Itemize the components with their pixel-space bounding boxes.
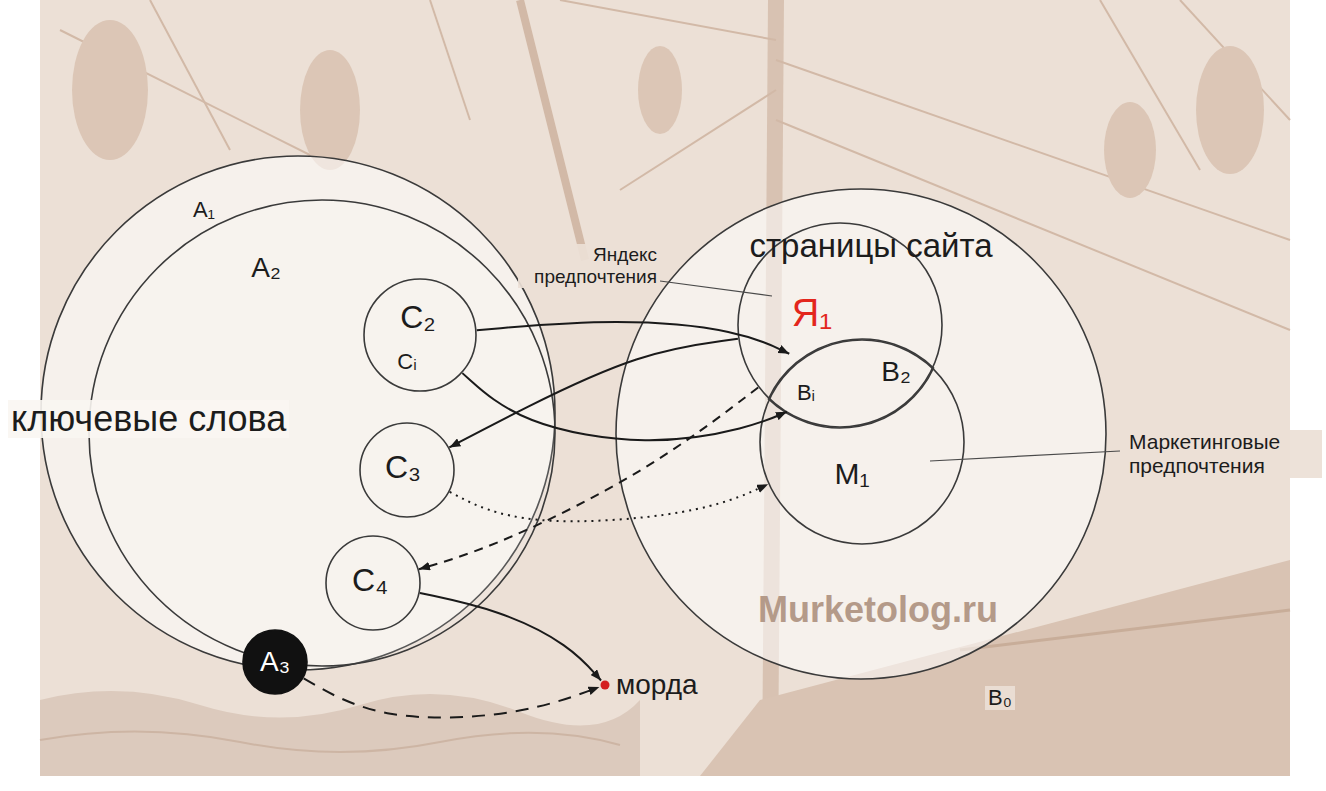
black-keyword-circle: A₃	[242, 629, 308, 695]
text-holder: C₂	[400, 301, 436, 335]
text-holder: морда	[613, 670, 701, 699]
rope	[560, 0, 776, 40]
watermark: Murketolog.ru	[758, 591, 998, 629]
text-holder: M₁	[834, 458, 869, 490]
set-label: A₃	[260, 647, 290, 676]
marketing-preference-circle: M₁	[759, 339, 965, 545]
homepage-point: морда	[600, 667, 705, 703]
mast	[520, 0, 585, 260]
pirate-figure	[72, 20, 148, 160]
set-label: морда	[613, 670, 701, 699]
text-holder: B₂	[881, 357, 911, 386]
lens-outline	[768, 339, 933, 428]
circle-outline	[738, 223, 942, 427]
red-dot	[601, 681, 610, 690]
keyword-group-circle: C₄	[325, 535, 421, 631]
set-caption: ключевые слова	[8, 400, 289, 438]
circle-outline	[243, 630, 307, 694]
text-holder: Я₁	[792, 294, 832, 334]
label-holder: Маркетинговые предпочтения	[1126, 430, 1322, 478]
set-label: Я₁	[792, 294, 832, 334]
pirate-figure	[1196, 46, 1264, 174]
set-label: Cᵢ	[397, 350, 416, 373]
set-label: A₂	[251, 253, 281, 282]
callout-label: Маркетинговые предпочтения	[1126, 430, 1322, 478]
sepia-ground	[40, 0, 1290, 776]
circle-outline	[760, 340, 964, 544]
set-label: B₀	[985, 686, 1015, 709]
circle-outline	[364, 279, 476, 391]
circle-outline	[616, 189, 1106, 679]
label-holder: ключевые слова	[8, 400, 289, 438]
keyword-group-circle: C₂ Cᵢ	[363, 278, 477, 392]
rope	[430, 0, 470, 120]
relation-arrow	[304, 678, 600, 717]
set-label: Bᵢ	[797, 381, 815, 404]
sea	[40, 691, 640, 776]
set-label: A₁	[193, 198, 215, 221]
text-holder: B₀	[985, 686, 1015, 709]
keyword-group-circle: C₃	[359, 422, 455, 518]
wave-line	[40, 731, 620, 752]
text-holder: Cᵢ	[397, 350, 416, 373]
set-label: B₂	[881, 357, 911, 386]
text-holder: страницы сайта	[749, 229, 992, 264]
label-holder: Яндекс предпочтения	[518, 244, 660, 288]
pirate-figure	[638, 46, 682, 134]
marketing-preference-circle-outline	[759, 339, 965, 545]
wave	[40, 691, 640, 776]
pirate-figure	[1104, 102, 1156, 198]
set-label: страницы сайта	[749, 229, 992, 264]
callout-label: Яндекс предпочтения	[518, 244, 660, 288]
text-holder: C₃	[385, 451, 421, 485]
text-holder: Bᵢ	[797, 381, 815, 404]
keyword-group-circle-outline	[363, 278, 477, 392]
text-holder: A₁	[193, 198, 215, 221]
intersection-region: B₂ Bᵢ	[768, 339, 934, 428]
set-label: C₂	[400, 301, 436, 335]
rope	[150, 0, 230, 150]
set-label: C₃	[385, 451, 421, 485]
circle-outline	[326, 536, 420, 630]
rigging	[60, 0, 1290, 776]
text-holder: A₃	[260, 647, 290, 676]
circle-outline	[360, 423, 454, 517]
text-holder: C₄	[352, 564, 388, 598]
pirate-figure	[300, 50, 360, 170]
text-holder: A₂	[251, 253, 281, 282]
set-label: M₁	[834, 458, 869, 490]
set-label: C₄	[352, 564, 388, 598]
label-holder: Murketolog.ru	[758, 591, 998, 629]
